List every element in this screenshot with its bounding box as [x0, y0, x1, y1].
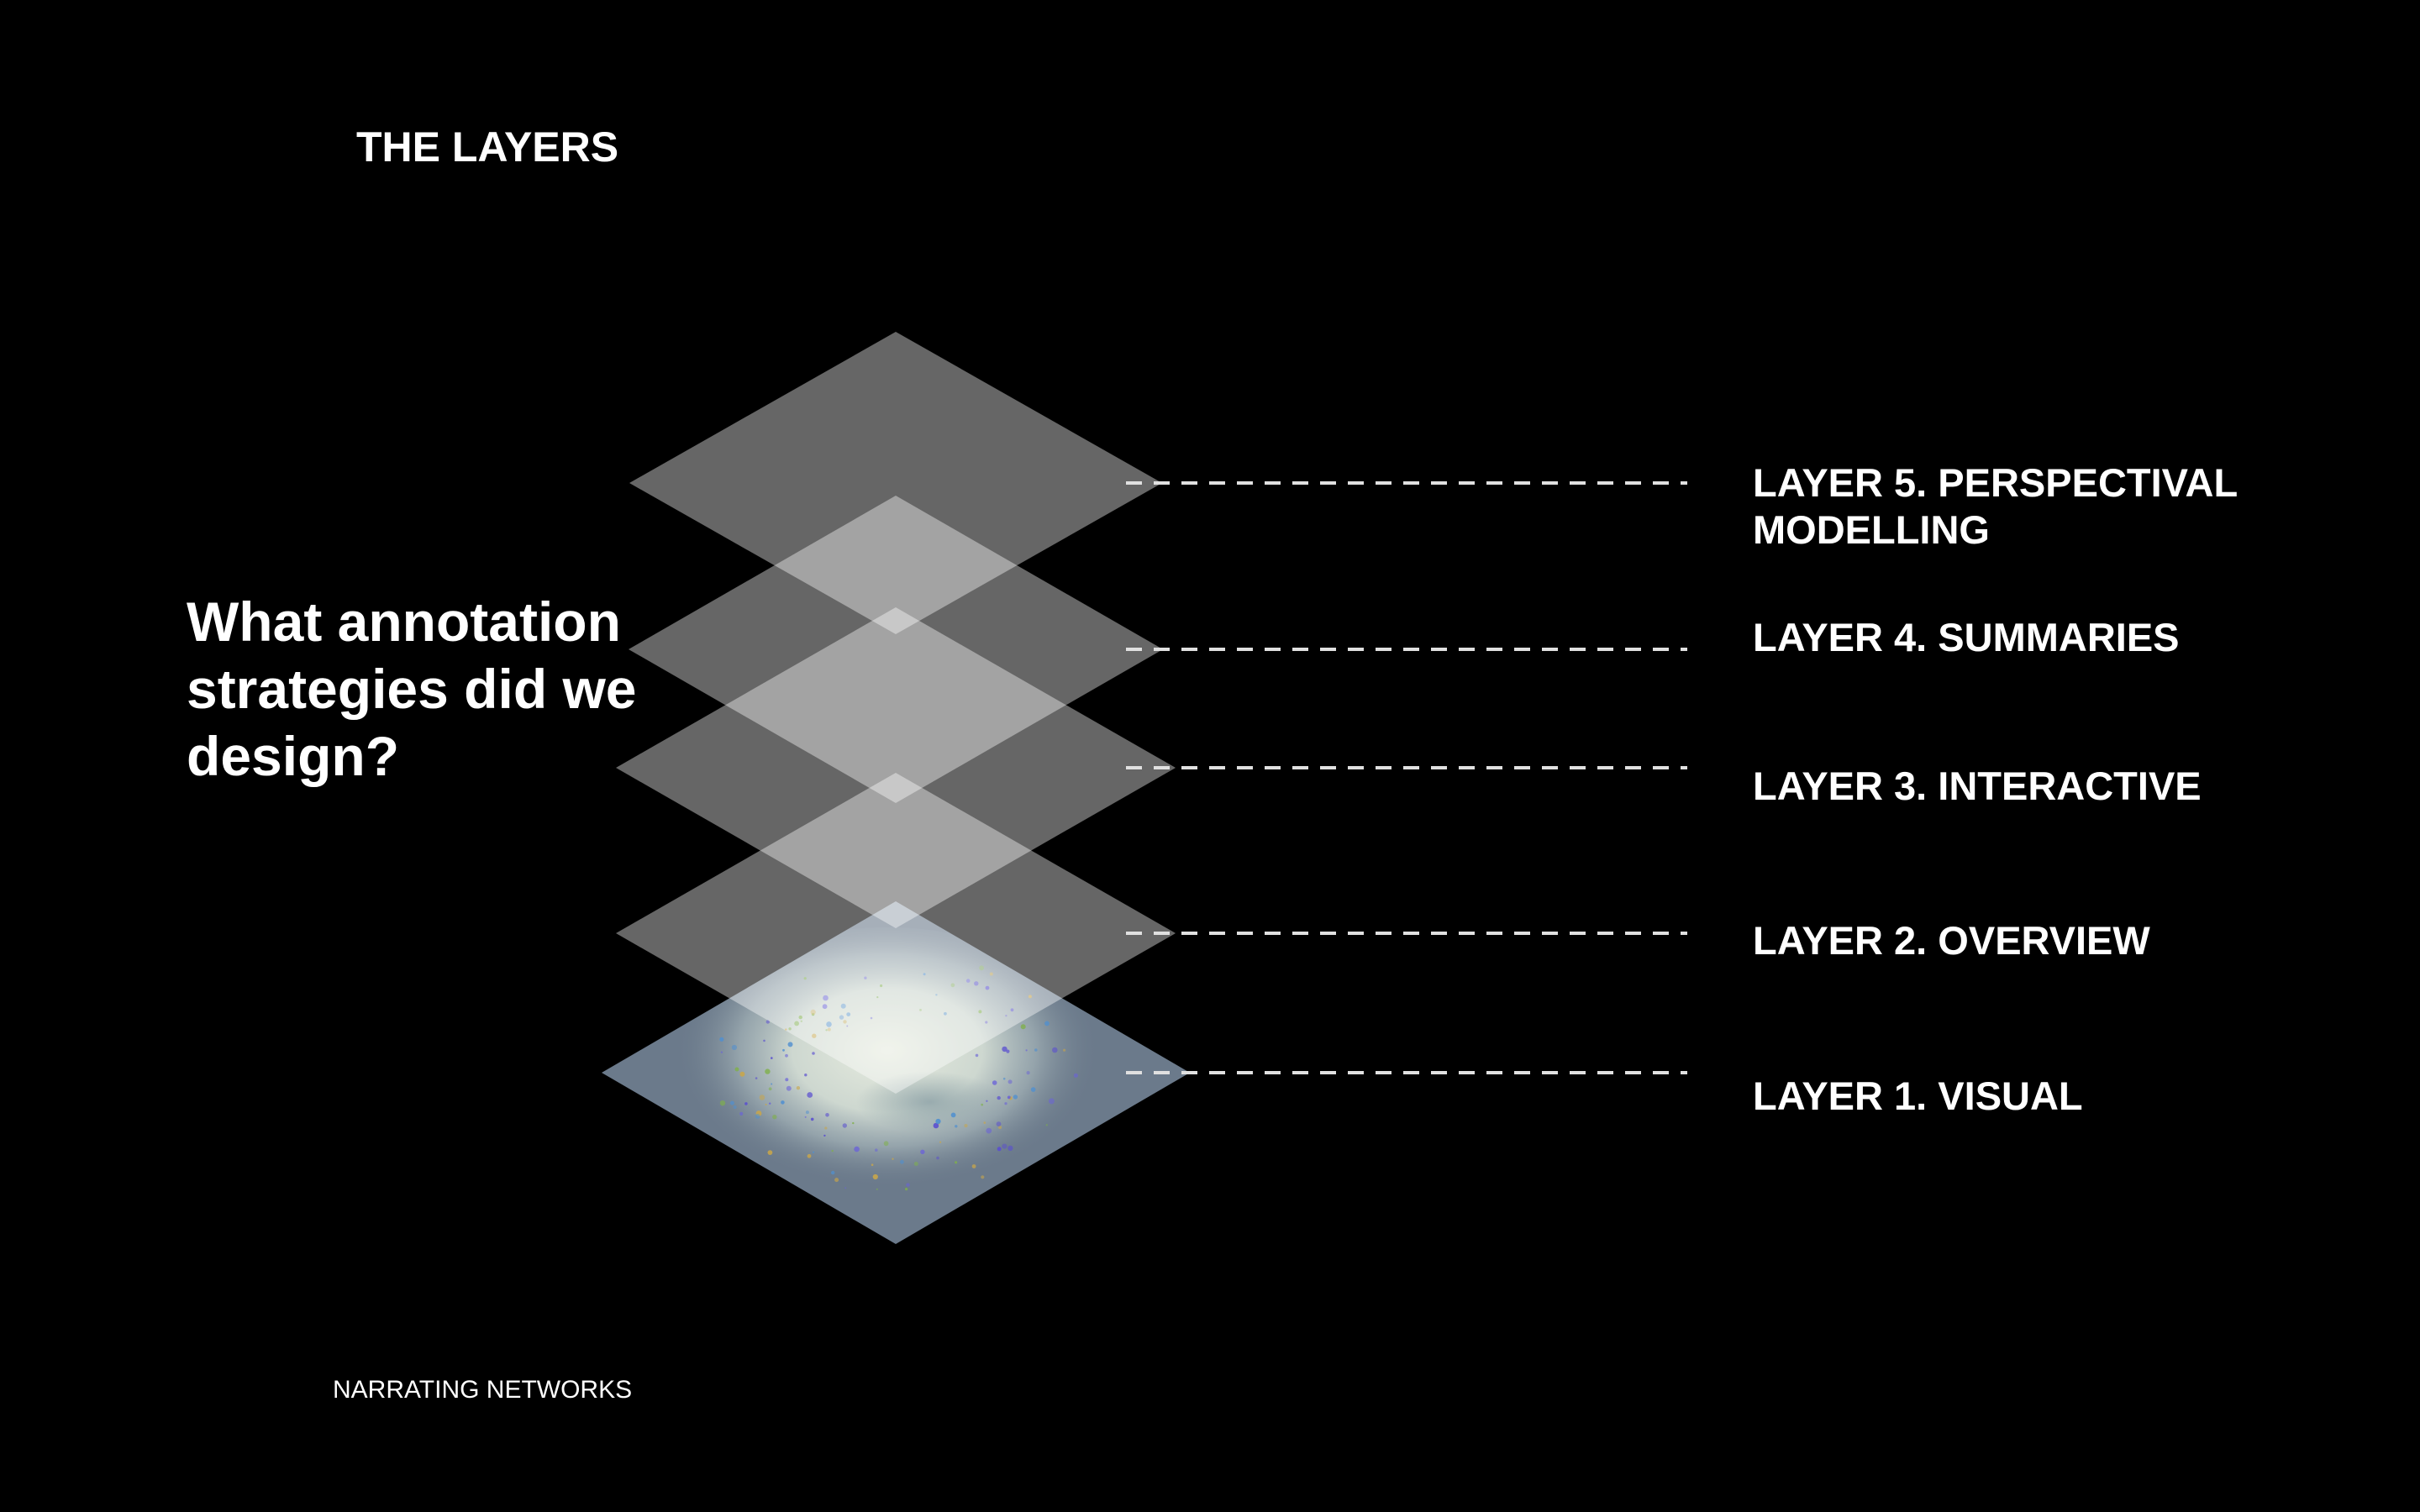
- slide-title: THE LAYERS: [356, 123, 619, 171]
- layer-4-plane: [629, 496, 1163, 803]
- layer-1-label-text: LAYER 1. VISUAL: [1753, 1074, 2083, 1118]
- question-heading: What annotation strategies did we design…: [187, 588, 657, 790]
- layer-5-label-line-1: LAYER 5. PERSPECTIVAL: [1753, 460, 2238, 505]
- layer-3-label-text: LAYER 3. INTERACTIVE: [1753, 764, 2202, 808]
- layer-5-plane: [629, 332, 1162, 634]
- question-line-2: strategies did we: [187, 658, 637, 720]
- question-line-3: design?: [187, 725, 400, 787]
- question-line-1: What annotation: [187, 591, 621, 653]
- leader-lines: [1126, 481, 1687, 1074]
- network-map-image: [676, 927, 1099, 1202]
- layer-3-label: LAYER 3. INTERACTIVE: [1753, 763, 2202, 810]
- layer-5-label-line-2: MODELLING: [1753, 507, 1990, 552]
- layer-2-label-text: LAYER 2. OVERVIEW: [1753, 918, 2150, 963]
- layer-5-label: LAYER 5. PERSPECTIVAL MODELLING: [1753, 459, 2238, 554]
- layer-4-label: LAYER 4. SUMMARIES: [1753, 614, 2180, 661]
- layer-1-label: LAYER 1. VISUAL: [1753, 1073, 2083, 1120]
- layer-2-label: LAYER 2. OVERVIEW: [1753, 917, 2150, 964]
- layer-2-plane: [616, 773, 1176, 1094]
- layer-1-visual-map: [602, 901, 1190, 1244]
- layer-4-label-text: LAYER 4. SUMMARIES: [1753, 615, 2180, 659]
- footer-brand: NARRATING NETWORKS: [333, 1376, 633, 1404]
- layer-3-plane: [616, 607, 1176, 928]
